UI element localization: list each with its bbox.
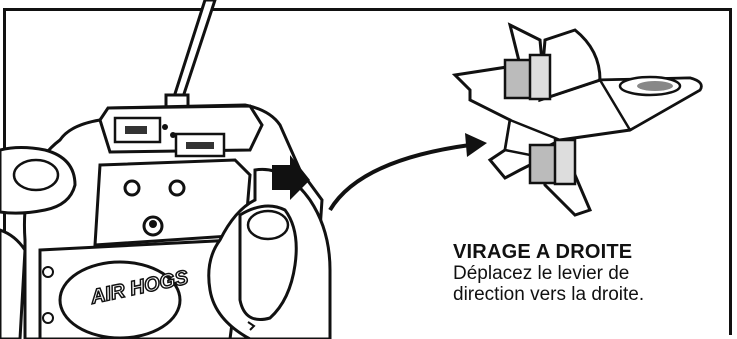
airplane [455,25,701,215]
caption-line-1: Déplacez le levier de [453,263,733,284]
caption-line-2: direction vers la droite. [453,284,733,305]
antenna [166,0,215,117]
caption-block: VIRAGE A DROITE Déplacez le levier de di… [453,242,733,305]
curved-arrow [330,133,487,210]
caption-title: VIRAGE A DROITE [453,242,733,263]
